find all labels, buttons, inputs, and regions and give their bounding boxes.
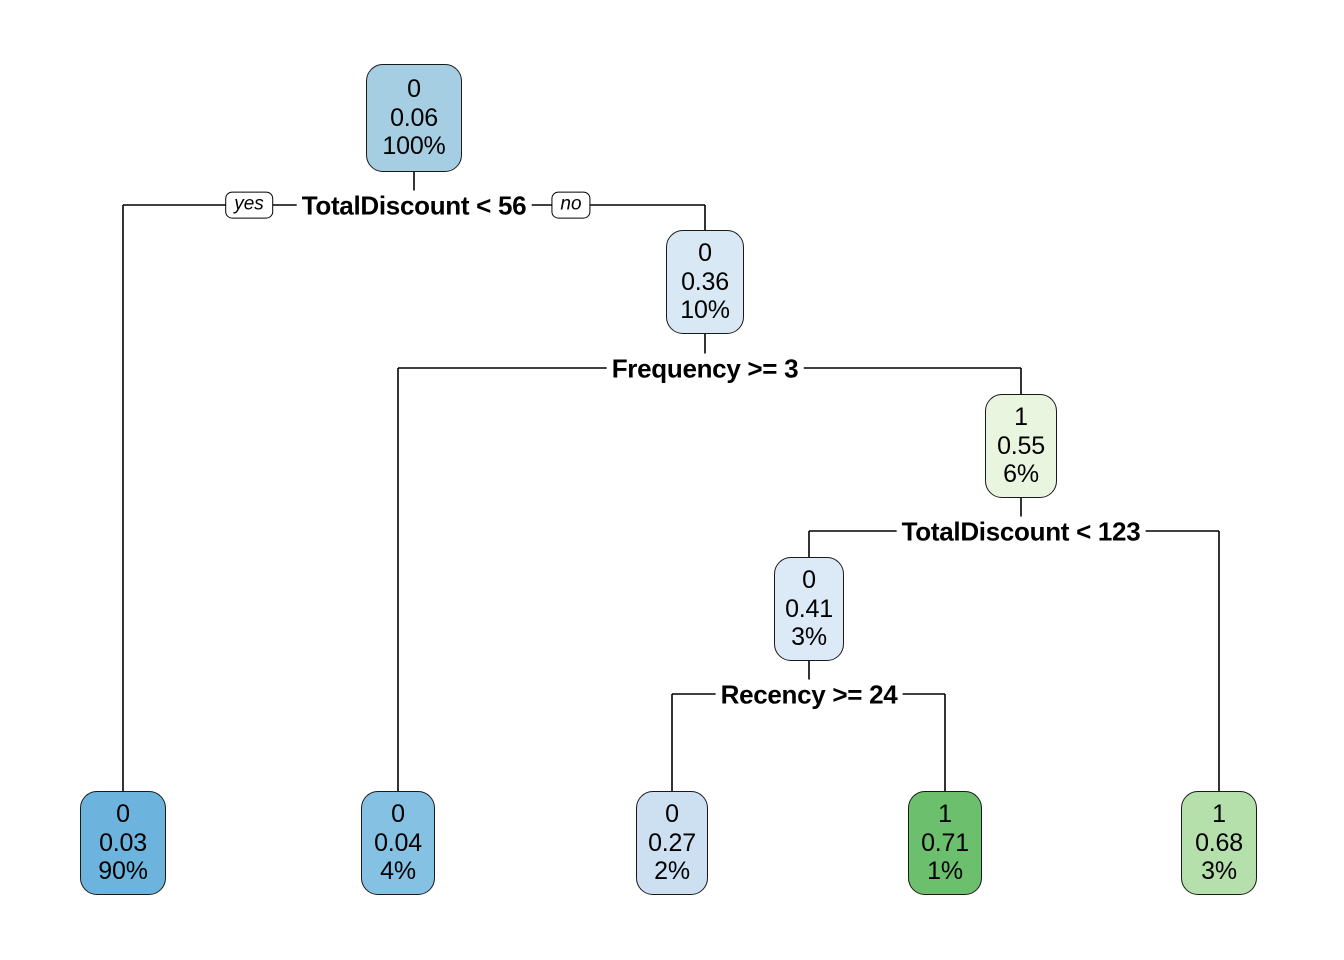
tree-node-n4[interactable]: 0 0.41 3% bbox=[774, 557, 844, 661]
node-percentage: 6% bbox=[1003, 460, 1039, 489]
node-percentage: 100% bbox=[382, 132, 446, 161]
node-probability: 0.55 bbox=[997, 431, 1045, 460]
tree-node-n3[interactable]: 1 0.55 6% bbox=[985, 394, 1057, 498]
node-percentage: 90% bbox=[98, 857, 148, 886]
split-label-totaldiscount-56[interactable]: TotalDiscount < 56 bbox=[296, 190, 532, 222]
tree-leaf-4[interactable]: 1 0.71 1% bbox=[908, 791, 982, 895]
node-percentage: 10% bbox=[680, 296, 730, 325]
node-percentage: 4% bbox=[380, 857, 416, 886]
branch-label-no[interactable]: no bbox=[551, 191, 591, 219]
node-class: 1 bbox=[1014, 403, 1028, 432]
node-class: 1 bbox=[1212, 800, 1226, 829]
tree-leaf-3[interactable]: 0 0.27 2% bbox=[636, 791, 708, 895]
split-label-frequency-3[interactable]: Frequency >= 3 bbox=[606, 353, 804, 385]
node-probability: 0.03 bbox=[99, 828, 147, 857]
branch-label-yes[interactable]: yes bbox=[225, 191, 273, 219]
node-class: 0 bbox=[116, 800, 130, 829]
node-percentage: 2% bbox=[654, 857, 690, 886]
node-probability: 0.41 bbox=[785, 594, 833, 623]
node-percentage: 1% bbox=[927, 857, 963, 886]
node-class: 0 bbox=[802, 566, 816, 595]
tree-leaf-5[interactable]: 1 0.68 3% bbox=[1181, 791, 1257, 895]
node-probability: 0.06 bbox=[390, 103, 438, 132]
tree-node-n2[interactable]: 0 0.36 10% bbox=[666, 230, 744, 334]
tree-node-root[interactable]: 0 0.06 100% bbox=[366, 64, 462, 172]
tree-leaf-2[interactable]: 0 0.04 4% bbox=[361, 791, 435, 895]
node-probability: 0.04 bbox=[374, 828, 422, 857]
node-class: 0 bbox=[665, 800, 679, 829]
tree-leaf-1[interactable]: 0 0.03 90% bbox=[80, 791, 166, 895]
node-probability: 0.71 bbox=[921, 828, 969, 857]
node-class: 1 bbox=[938, 800, 952, 829]
node-probability: 0.68 bbox=[1195, 828, 1243, 857]
node-probability: 0.36 bbox=[681, 267, 729, 296]
node-class: 0 bbox=[391, 800, 405, 829]
node-class: 0 bbox=[407, 75, 421, 104]
node-percentage: 3% bbox=[1201, 857, 1237, 886]
split-label-recency-24[interactable]: Recency >= 24 bbox=[715, 679, 903, 711]
node-probability: 0.27 bbox=[648, 828, 696, 857]
split-label-totaldiscount-123[interactable]: TotalDiscount < 123 bbox=[896, 516, 1146, 548]
node-percentage: 3% bbox=[791, 623, 827, 652]
node-class: 0 bbox=[698, 239, 712, 268]
